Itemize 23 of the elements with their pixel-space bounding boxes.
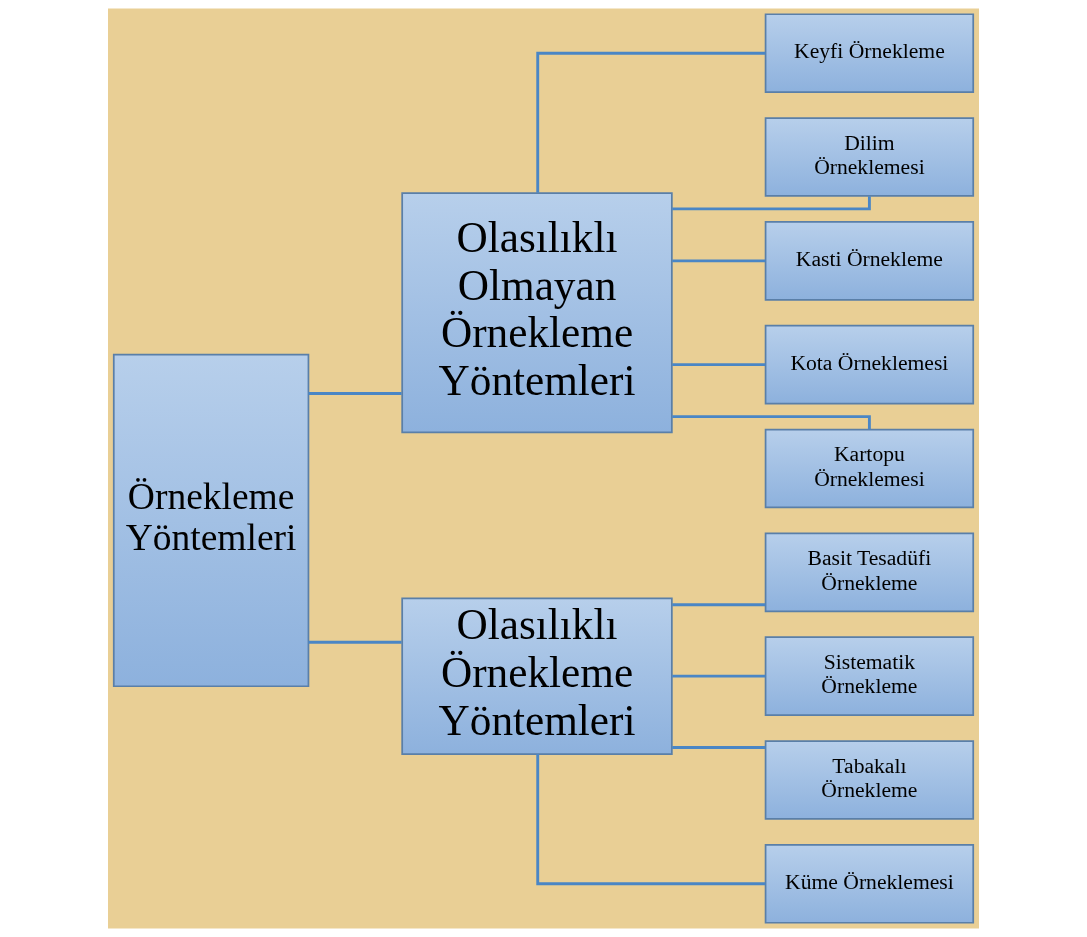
node-box: Keyfi Örnekleme bbox=[764, 13, 975, 93]
connector bbox=[672, 259, 766, 263]
node-box: Olasılıklı Örnekleme Yöntemleri bbox=[401, 597, 673, 755]
connector bbox=[308, 640, 402, 644]
node-box: Tabakalı Örnekleme bbox=[764, 740, 975, 820]
connector bbox=[536, 754, 766, 886]
connector bbox=[672, 196, 871, 211]
node-box: Örnekleme Yöntemleri bbox=[112, 353, 310, 688]
node-box: Kartopu Örneklemesi bbox=[764, 428, 975, 509]
connector bbox=[672, 603, 766, 607]
node-box: Küme Örneklemesi bbox=[764, 844, 975, 924]
connector bbox=[672, 746, 766, 749]
connector bbox=[536, 51, 766, 193]
node-box: Kasti Örnekleme bbox=[764, 221, 975, 301]
node-box: Olasılıklı Olmayan Örnekleme Yöntemleri bbox=[401, 192, 673, 434]
connector bbox=[308, 392, 402, 395]
connector bbox=[672, 415, 871, 430]
connector bbox=[672, 674, 766, 678]
node-box: Sistematik Örnekleme bbox=[764, 636, 975, 716]
node-box: Kota Örneklemesi bbox=[764, 324, 975, 405]
connector bbox=[672, 363, 766, 367]
node-box: Dilim Örneklemesi bbox=[764, 117, 975, 197]
node-box: Basit Tesadüfi Örnekleme bbox=[764, 532, 975, 613]
